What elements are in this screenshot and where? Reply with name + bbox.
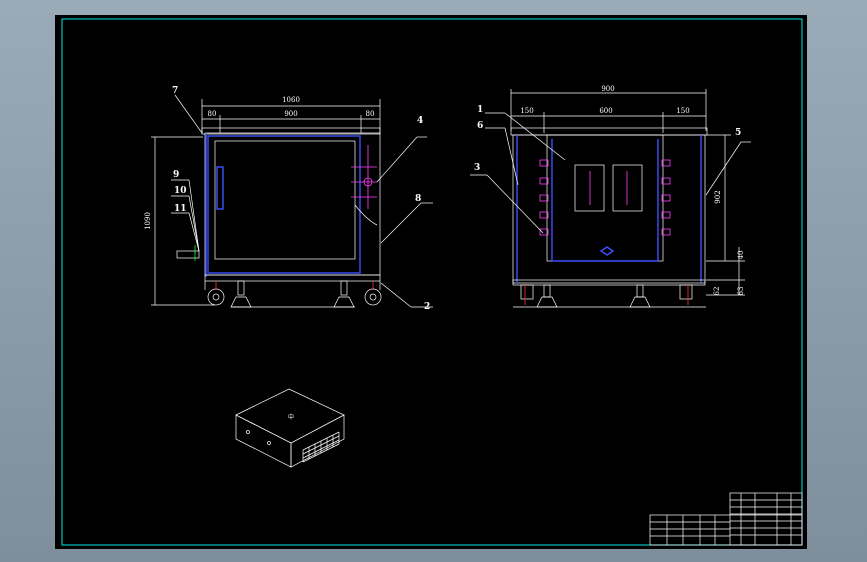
- front-view: 1060 80 900 80 1090: [144, 86, 433, 312]
- callout-9: 9: [173, 170, 179, 180]
- callout-6: 6: [477, 121, 483, 131]
- dim-side-left: 150: [520, 107, 533, 115]
- wheel-right: [364, 288, 382, 306]
- iso-right-face: [290, 414, 345, 468]
- callout-10: 10: [174, 186, 187, 196]
- dim-side-inner-height: 902: [714, 190, 722, 203]
- dim-inner-width: 900: [284, 110, 297, 118]
- cabinet-panel-front: [207, 135, 361, 274]
- dim-overall-height: 1090: [144, 212, 152, 230]
- callout-2: 2: [424, 302, 430, 312]
- callout-11: 11: [174, 204, 187, 214]
- callout-8: 8: [415, 194, 421, 204]
- iso-left-face: [235, 414, 292, 468]
- dim-overall-width: 1060: [282, 96, 300, 104]
- callout-5: 5: [735, 128, 741, 138]
- callout-3: 3: [474, 163, 480, 173]
- drawing-canvas: 1060 80 900 80 1090: [61, 18, 803, 546]
- callout-7: 7: [172, 86, 178, 96]
- meter-left: [574, 164, 605, 212]
- isometric-view: 中: [235, 388, 345, 468]
- callout-1: 1: [477, 105, 483, 115]
- dim-side-overall: 900: [601, 85, 614, 93]
- dim-right-margin: 80: [366, 110, 375, 118]
- cabinet-body-front: [204, 132, 381, 276]
- iso-front-text: 中: [288, 413, 294, 421]
- inner-panel: [546, 134, 664, 262]
- dim-left-margin: 80: [208, 110, 217, 118]
- wheel-left: [207, 288, 225, 306]
- callout-4: 4: [417, 116, 423, 126]
- side-view: 900 150 600 150: [470, 85, 751, 308]
- meter-right: [612, 164, 643, 212]
- dim-side-right: 150: [676, 107, 689, 115]
- drawing-border: [61, 18, 803, 546]
- dim-side-inner: 600: [599, 107, 612, 115]
- dim-base-a: 63: [737, 287, 745, 296]
- title-block: [649, 492, 803, 546]
- dim-bottom-gap: 40: [737, 251, 745, 260]
- cad-drawing-viewport[interactable]: 1060 80 900 80 1090: [55, 15, 807, 549]
- dim-base-b: 62: [713, 287, 721, 296]
